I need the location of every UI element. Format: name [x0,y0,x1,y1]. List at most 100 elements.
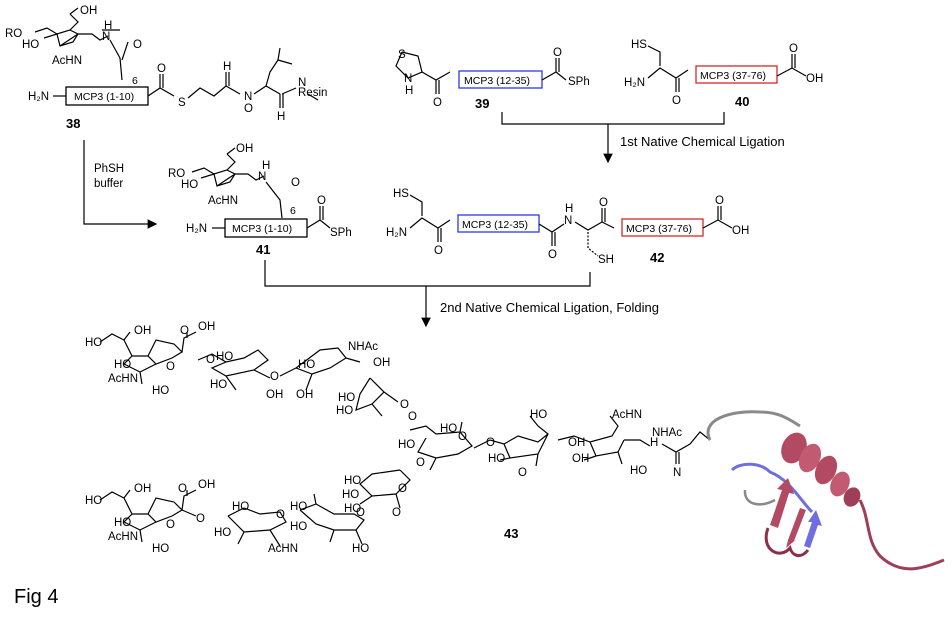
oh-label: OH [732,225,749,237]
h-label: O [244,103,253,115]
oh-label: OH [134,483,151,495]
o-label: O [270,371,279,383]
ho-label: OH [296,389,313,401]
oh-label: HO [530,409,547,421]
compound-38: RO HO OH AcHN H N O 6 H₂N MCP3 (1-10) O … [5,5,327,131]
segment-label: MCP3 (12-35) [464,75,530,87]
ho-label: HO [342,489,359,501]
compound-number-41: 41 [256,242,270,257]
o-label: O [157,63,166,75]
compound-39: S N H O MCP3 (12-35) O SPh 39 [395,47,590,111]
protein-cartoon [706,410,945,571]
o-label: O [206,354,215,366]
achn-label: AcHN [52,55,82,67]
achn-label: AcHN [108,373,138,385]
ho-label: HO [344,503,361,515]
o-label: O [672,95,681,107]
nhac-label: NHAc [348,341,378,353]
lower-sialic-acid: HO OH HO AcHN HO O OH O O [85,479,215,555]
hs-label: HS [631,39,647,51]
ho-label: HO [338,392,355,404]
o-label: O [398,483,407,495]
ho-label: HO [22,39,39,51]
protein-c-terminal-tail [858,499,945,571]
ho-label: HO [216,351,233,363]
sph-label: SPh [568,76,590,88]
o-label: O [291,177,300,189]
ro-label: RO [168,168,185,180]
n-label: N [244,91,252,103]
segment-label: MCP3 (37-76) [626,223,692,235]
position-6-label: 6 [132,75,138,87]
ho-label: HO [114,359,131,371]
ho-label: HO [336,405,353,417]
figure-caption: Fig 4 [14,586,59,608]
h-label: N [298,77,306,89]
ho-label: HO [114,517,131,529]
oh-label: OH [373,357,390,369]
o-label: O [433,97,442,109]
oh-label: OH [806,73,823,85]
compound-number-43: 43 [504,526,518,541]
upper-mannose: OH HO HO O O [336,357,417,423]
ho-label: OH [572,453,589,465]
protein-helix [781,432,861,507]
h-label: H [262,160,270,172]
nhac-label: HO [352,543,369,555]
oh-label: OH [198,479,215,491]
compound-number-40: 40 [735,94,749,109]
hs-label: HS [393,188,409,200]
h2n-label: H₂N [186,223,207,235]
compound-number-42: 42 [650,250,664,265]
beta-strand [786,508,806,548]
segment-label: MCP3 (12-35) [462,219,528,231]
ho-label: HO [344,475,361,487]
thiolysis-arrow: PhSH buffer [83,140,158,229]
o-label: H [277,111,285,123]
oh-label: OH [80,5,97,17]
h-label: H [565,203,573,215]
beta-strand [770,478,794,528]
h-label: NHAc [652,427,682,439]
o-label: O [400,399,409,411]
compound-41: RO HO OH AcHN H N O 6 H₂N MCP3 (1-10) O … [168,143,352,257]
n-label: H [650,437,658,449]
ligation-2-arrow: 2nd Native Chemical Ligation, Folding [264,260,659,328]
protein-loop-blue [730,462,814,514]
o-label: O [553,47,562,59]
segment-label: MCP3 (37-76) [700,70,766,82]
ho-label: HO [152,385,169,397]
o-label: O [317,195,326,207]
segment-label: MCP3 (1-10) [232,223,292,235]
compound-43: HO OH HO AcHN HO O OH O O HO HO OH O HO … [85,321,945,571]
o-label: O [356,507,365,519]
ligation-1-label: 1st Native Chemical Ligation [620,134,785,149]
o-label: O [548,249,557,261]
achn-label: AcHN [208,195,238,207]
ro-label: RO [5,28,22,40]
ho-label: HO [85,495,102,507]
n-label: N [564,215,572,227]
ho-label: HO [298,359,315,371]
ligation-1-arrow: 1st Native Chemical Ligation [501,112,785,164]
o-label: O [180,325,189,337]
compound-number-39: 39 [475,96,489,111]
o-label: OH [568,437,585,449]
oh-label: AcHN [612,409,642,421]
sph-label: SPh [330,227,352,239]
o-label: H [223,61,231,73]
o-label: O [486,437,495,449]
ho-label: HO [488,453,505,465]
sh-label: SH [598,254,614,266]
ho-label: HO [232,501,249,513]
lower-glcnac-galactose: HO HO O HO O HO HO AcHN [214,493,369,555]
n-label: N [404,73,412,85]
h2n-label: H₂N [386,227,407,239]
ho-label: HO [152,543,169,555]
buffer-label: buffer [94,178,123,190]
s-label: S [398,49,406,61]
protein-loop-red [764,527,810,558]
oh-label: OH [266,389,283,401]
ho-label: HO [85,337,102,349]
o-label: O [196,513,205,525]
